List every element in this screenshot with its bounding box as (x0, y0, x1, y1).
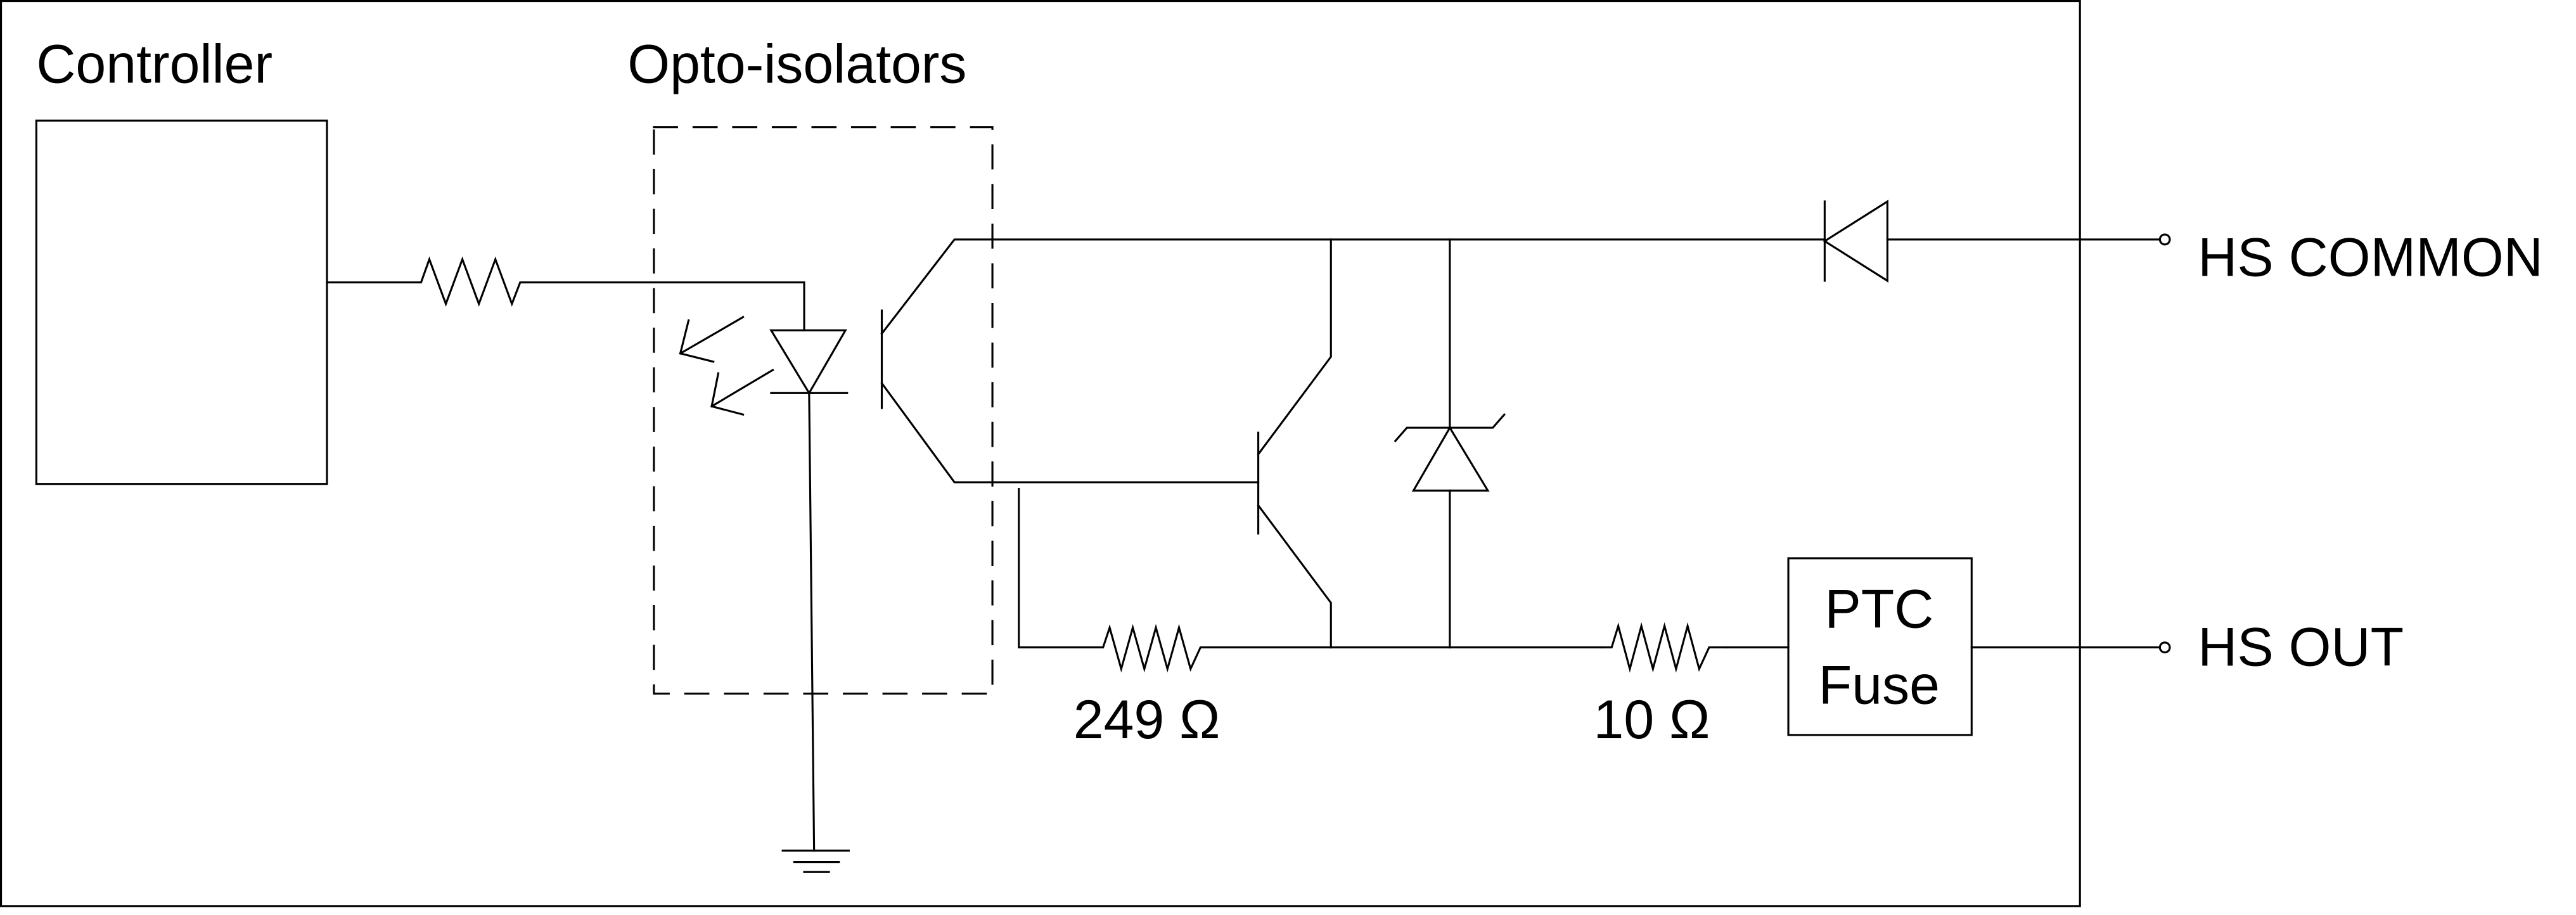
led-diode (769, 329, 849, 852)
light-emission-arrows-icon (679, 316, 774, 416)
resistor-249-ohm (1018, 487, 1790, 673)
zener-diode (1394, 238, 1506, 649)
resistor-10-ohm (1601, 619, 1727, 677)
hs-common-terminal (2158, 233, 2171, 246)
ground-symbol-icon (781, 849, 850, 873)
input-resistor (326, 256, 805, 331)
hs-out-terminal (2158, 641, 2171, 654)
opto-isolator-boundary (653, 126, 994, 695)
hs-out-label: HS OUT (2198, 617, 2404, 677)
opto-isolators-label: Opto-isolators (627, 34, 966, 94)
hs-common-label: HS COMMON (2198, 227, 2543, 288)
ptc-fuse-label-line1: PTC (1824, 579, 1933, 639)
resistor-249-label: 249 Ω (1073, 689, 1221, 750)
common-diode (1823, 200, 1888, 283)
phototransistor (880, 238, 1826, 483)
resistor-10-label: 10 Ω (1594, 689, 1710, 750)
output-transistor (1257, 238, 1332, 649)
controller-box (35, 119, 328, 485)
controller-label: Controller (36, 34, 272, 94)
board-outline (0, 0, 2081, 907)
ptc-fuse-label-line2: Fuse (1819, 655, 1940, 715)
